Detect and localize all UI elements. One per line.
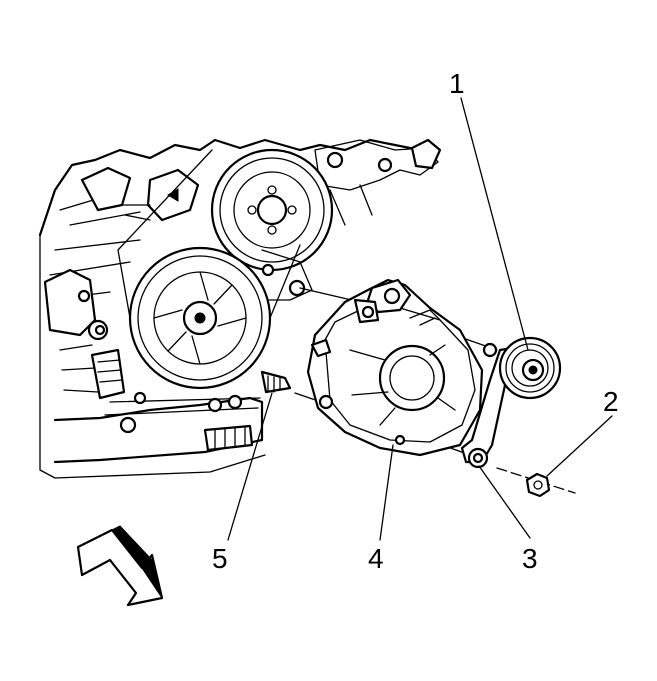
callout-4-label: 4 xyxy=(368,543,384,574)
generator-pulley-and-brace xyxy=(460,336,562,469)
water-pump-pulley xyxy=(210,148,334,272)
callout-5-label: 5 xyxy=(212,543,228,574)
callout-leaders xyxy=(227,97,613,541)
engine-block xyxy=(38,138,442,479)
generator xyxy=(306,278,484,457)
generator-nut xyxy=(525,472,551,498)
front-of-vehicle-arrow-icon xyxy=(76,525,164,607)
generator-bracket xyxy=(260,249,313,394)
callout-2-label: 2 xyxy=(603,386,619,417)
callout-3-label: 3 xyxy=(522,543,538,574)
callout-1-label: 1 xyxy=(449,68,465,99)
crankshaft-balancer xyxy=(117,149,301,390)
